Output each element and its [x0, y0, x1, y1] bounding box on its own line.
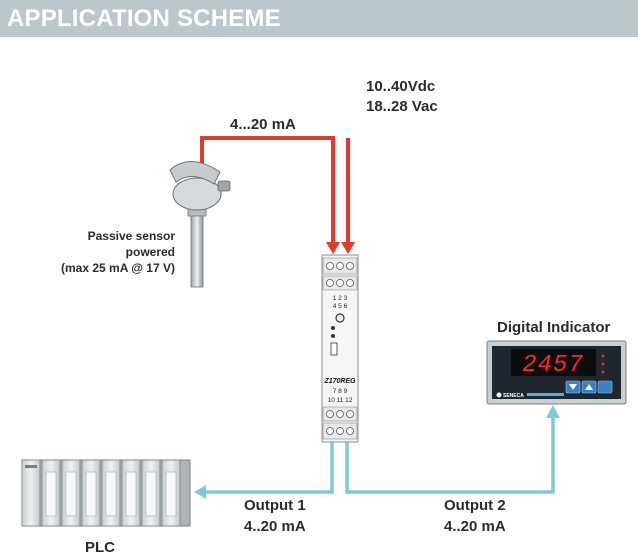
input-signal-label: 4...20 mA — [230, 116, 296, 133]
plc-rack — [21, 459, 191, 527]
terminal-screw — [326, 279, 334, 287]
plc-terminal-strip — [85, 471, 97, 517]
plc-terminal-strip — [145, 471, 157, 517]
terminal-screw — [346, 427, 354, 435]
sensor-label-line3: (max 25 mA @ 17 V) — [61, 261, 175, 275]
plc-label: PLC — [85, 539, 115, 556]
output-wires — [194, 405, 560, 499]
terminal-screw — [336, 262, 344, 270]
power-supply-ac-label: 18..28 Vac — [366, 98, 438, 115]
plc-terminal-strip — [125, 471, 137, 517]
module-logo-icon — [335, 313, 345, 323]
digital-indicator: 2457 SENECA — [486, 340, 627, 405]
sensor-label-line1: Passive sensor — [87, 229, 175, 243]
module-terminal-numbers-top-b: 4 5 6 — [333, 303, 348, 310]
sensor-cable-gland — [217, 180, 231, 192]
sensor-head-body — [172, 177, 222, 211]
output1-label: Output 1 — [244, 497, 306, 514]
temperature-sensor — [169, 161, 231, 288]
terminal-screw — [326, 262, 334, 270]
indicator-brand-logo-icon — [496, 392, 502, 398]
power-wire-arrowhead — [341, 242, 355, 254]
indicator-led-icon — [601, 362, 605, 366]
plc-cpu-led-icon — [25, 465, 37, 468]
indicator-status-strip — [527, 393, 564, 396]
indicator-title: Digital Indicator — [497, 319, 611, 336]
output1-wire — [206, 441, 334, 494]
module-terminal-numbers-bottom-a: 7 8 9 — [333, 388, 348, 395]
chevron-down-icon — [569, 384, 577, 390]
dip-switch-icon — [330, 342, 338, 356]
terminal-screw — [346, 262, 354, 270]
input-wires — [200, 136, 355, 254]
sensor-label-line2: powered — [125, 245, 175, 259]
plc-terminal-strip — [105, 471, 117, 517]
header-bar: APPLICATION SCHEME — [0, 0, 638, 37]
sensor-head-lid — [169, 161, 221, 185]
plc-terminal-strip — [45, 471, 57, 517]
terminal-screw — [336, 279, 344, 287]
output1-signal: 4..20 mA — [244, 518, 306, 535]
indicator-display-value: 2457 — [522, 352, 584, 379]
power-supply-dc-label: 10..40Vdc — [366, 78, 436, 95]
plc-terminal-strip — [65, 471, 77, 517]
terminal-screw — [326, 410, 334, 418]
terminal-screw — [326, 427, 334, 435]
output2-wire — [345, 418, 555, 494]
sensor-probe — [190, 211, 204, 288]
led-icon — [331, 334, 335, 338]
terminal-screw — [336, 427, 344, 435]
plc-terminal-strip — [165, 471, 177, 517]
indicator-ok-button — [597, 380, 613, 394]
module-terminal-numbers-bottom-b: 10 11 12 — [328, 397, 353, 404]
output2-arrowhead — [546, 405, 560, 418]
indicator-display — [511, 349, 596, 376]
terminal-screw — [346, 279, 354, 287]
output2-label: Output 2 — [444, 497, 506, 514]
led-icon — [331, 326, 335, 330]
plc-module — [21, 459, 41, 527]
sensor-wire-arrowhead — [326, 242, 340, 254]
module-terminal-numbers-top-a: 1 2 3 — [333, 295, 348, 302]
output2-signal: 4..20 mA — [444, 518, 506, 535]
signal-conditioner-module: 1 2 3 4 5 6 Z170REG 7 8 9 10 11 12 — [321, 254, 359, 443]
output1-arrowhead — [194, 485, 206, 499]
indicator-brand: SENECA — [503, 393, 524, 399]
terminal-screw — [346, 410, 354, 418]
indicator-led-icon — [601, 370, 605, 374]
terminal-screw — [336, 410, 344, 418]
module-brand: Z170REG — [323, 378, 356, 385]
chevron-up-icon — [585, 384, 593, 390]
header-title: APPLICATION SCHEME — [7, 5, 281, 32]
indicator-led-icon — [601, 354, 605, 358]
